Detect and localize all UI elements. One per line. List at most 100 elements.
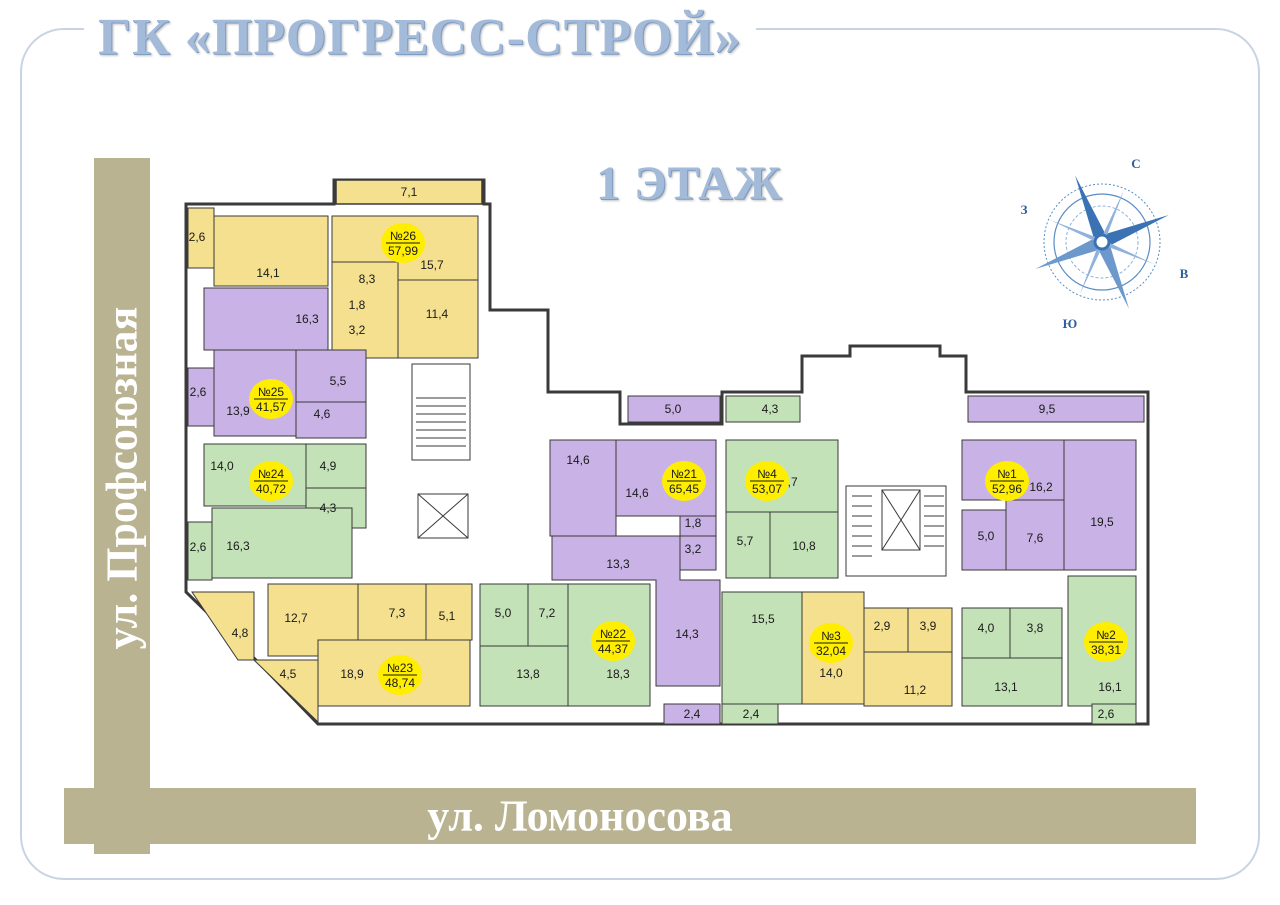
room-area-label: 14,0: [210, 459, 234, 473]
room-area-label: 2,6: [189, 230, 206, 244]
room-bath: [295, 401, 367, 439]
room-balcony: [627, 395, 721, 423]
room-balcony: [721, 703, 779, 725]
room-area-label: 1,8: [685, 516, 702, 530]
room-area-label: 4,5: [280, 667, 297, 681]
room-area-label: 11,4: [426, 307, 449, 321]
room-area-label: 2,6: [190, 540, 207, 554]
room-bath: [961, 509, 1007, 571]
room-area-label: 14,1: [256, 266, 280, 280]
room-area-label: 13,3: [606, 557, 630, 571]
room-kitchen: [961, 657, 1063, 707]
compass-east-label: В: [1180, 266, 1189, 281]
room-area-label: 14,3: [675, 627, 699, 641]
room-hall: [1005, 499, 1065, 571]
room-balcony: [187, 521, 213, 581]
apartment-area: 65,45: [669, 482, 699, 496]
room-area-label: 7,3: [389, 606, 406, 620]
room-area-label: 1,8: [349, 298, 366, 312]
street-profsoyuznaya: [94, 158, 150, 854]
room-area-label: 19,5: [1090, 515, 1114, 529]
apartment-number: №1: [997, 467, 1017, 481]
room-area-label: 10,8: [792, 539, 816, 553]
compass-rose-icon: [1035, 175, 1169, 309]
apartment-area: 41,57: [256, 400, 286, 414]
apartment-area: 52,96: [992, 482, 1022, 496]
room-area-label: 5,0: [978, 529, 995, 543]
room-area-label: 4,0: [978, 621, 995, 635]
room-area-label: 16,3: [295, 312, 319, 326]
room-area-label: 3,8: [1027, 621, 1044, 635]
room-area-label: 5,0: [665, 402, 682, 416]
room-area-label: 11,2: [904, 683, 927, 697]
room-bedroom: [203, 287, 329, 351]
apartment-number: №3: [821, 629, 841, 643]
apartment-area: 44,37: [598, 642, 628, 656]
room-area-label: 5,0: [495, 606, 512, 620]
room-area-label: 5,1: [439, 609, 456, 623]
room-area-label: 2,4: [743, 707, 760, 721]
room-balcony: [335, 179, 483, 205]
room-bath: [725, 511, 771, 579]
room-area-label: 3,2: [349, 323, 366, 337]
room-area-label: 8,3: [359, 272, 376, 286]
room-hall: [1009, 607, 1063, 659]
apartment-area: 38,31: [1091, 643, 1121, 657]
apartment-number: №2: [1096, 628, 1116, 642]
apartment-number: №22: [600, 627, 627, 641]
compass-south-label: Ю: [1063, 316, 1078, 331]
room-area-label: 5,5: [330, 374, 347, 388]
room-hall: [331, 261, 399, 359]
stairwell-east: [845, 485, 947, 577]
room-area-label: 13,1: [994, 680, 1018, 694]
room-living: [551, 535, 721, 687]
apartment-number: №26: [390, 229, 417, 243]
room-area-label: 16,3: [226, 539, 250, 553]
room-balcony: [187, 367, 215, 427]
room-area-label: 4,8: [232, 626, 249, 640]
apartment-number: №24: [258, 467, 285, 481]
room-area-label: 15,5: [751, 612, 775, 626]
street-lomonosova-label: ул. Ломоносова: [427, 791, 733, 841]
apartment-area: 32,04: [816, 644, 846, 658]
room-area-label: 7,1: [401, 185, 418, 199]
room-hall: [527, 583, 569, 647]
room-bedroom: [479, 645, 569, 707]
room-area-label: 9,5: [1039, 402, 1056, 416]
stairwell-west: [411, 363, 471, 539]
room-area-label: 4,3: [762, 402, 779, 416]
page-title: ГК «ПРОГРЕСС-СТРОЙ»: [84, 0, 756, 76]
apartment-area: 53,07: [752, 482, 782, 496]
apartment-number: №23: [387, 661, 414, 675]
room-area-label: 14,0: [819, 666, 843, 680]
room-balcony: [725, 395, 801, 423]
room-balcony: [967, 395, 1145, 423]
floor-label: 1 ЭТАЖ: [596, 157, 783, 210]
room-area-label: 4,9: [320, 459, 337, 473]
room-hall: [769, 511, 839, 579]
room-area-label: 2,9: [874, 619, 891, 633]
room-area-label: 3,2: [685, 542, 702, 556]
room-area-label: 3,9: [920, 619, 937, 633]
apartment-area: 48,74: [385, 676, 415, 690]
room-area-label: 5,7: [737, 534, 754, 548]
room-area-label: 7,6: [1027, 531, 1044, 545]
room-kitchen: [863, 651, 953, 707]
compass-north-label: С: [1131, 156, 1140, 171]
room-area-label: 15,7: [420, 258, 444, 272]
room-bath: [305, 443, 367, 489]
room-area-label: 2,4: [684, 707, 701, 721]
room-bedroom: [211, 507, 353, 579]
apartment-number: №4: [757, 467, 777, 481]
